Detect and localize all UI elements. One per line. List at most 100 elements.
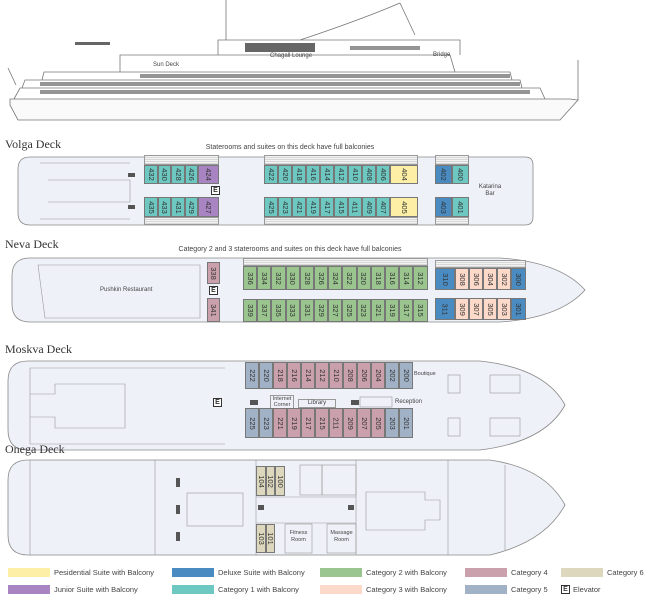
cabin-330[interactable]: 330 [285,266,300,290]
cabin-418[interactable]: 418 [292,165,306,184]
cabin-332[interactable]: 332 [271,266,286,290]
cabin-216[interactable]: 216 [287,362,301,389]
cabin-225[interactable]: 225 [245,408,259,438]
cabin-102[interactable]: 102 [265,466,276,496]
cabin-422[interactable]: 422 [264,165,278,184]
cabin-306[interactable]: 306 [469,268,483,290]
cabin-329[interactable]: 329 [314,299,329,322]
cabin-401[interactable]: 401 [452,197,469,217]
cabin-208[interactable]: 208 [343,362,357,389]
cabin-205[interactable]: 205 [371,408,385,438]
cabin-204[interactable]: 204 [371,362,385,389]
cabin-210[interactable]: 210 [329,362,343,389]
cabin-211[interactable]: 211 [329,408,343,438]
cabin-320[interactable]: 320 [356,266,371,290]
cabin-300[interactable]: 300 [511,268,526,290]
cabin-430[interactable]: 430 [157,165,171,184]
cabin-209[interactable]: 209 [343,408,357,438]
cabin-316[interactable]: 316 [385,266,400,290]
cabin-433[interactable]: 433 [157,197,171,217]
cabin-207[interactable]: 207 [357,408,371,438]
cabin-411[interactable]: 411 [348,197,362,217]
cabin-339[interactable]: 339 [243,299,258,322]
cabin-104[interactable]: 104 [256,466,266,496]
cabin-405[interactable]: 405 [390,197,418,217]
cabin-311[interactable]: 311 [435,298,455,320]
cabin-201[interactable]: 201 [399,408,413,438]
cabin-416[interactable]: 416 [306,165,320,184]
cabin-321[interactable]: 321 [370,299,385,322]
cabin-218[interactable]: 218 [273,362,287,389]
cabin-302[interactable]: 302 [497,268,511,290]
cabin-324[interactable]: 324 [328,266,343,290]
cabin-341[interactable]: 341 [207,298,220,322]
cabin-318[interactable]: 318 [370,266,385,290]
cabin-103[interactable]: 103 [256,524,266,553]
cabin-427[interactable]: 427 [198,197,219,217]
cabin-407[interactable]: 407 [376,197,390,217]
cabin-404[interactable]: 404 [390,165,418,184]
cabin-420[interactable]: 420 [278,165,292,184]
cabin-200[interactable]: 200 [399,362,413,389]
cabin-423[interactable]: 423 [278,197,292,217]
cabin-312[interactable]: 312 [413,266,428,290]
cabin-301[interactable]: 301 [511,298,526,320]
cabin-323[interactable]: 323 [356,299,371,322]
cabin-336[interactable]: 336 [243,266,258,290]
cabin-426[interactable]: 426 [184,165,198,184]
cabin-409[interactable]: 409 [362,197,376,217]
cabin-331[interactable]: 331 [299,299,314,322]
cabin-429[interactable]: 429 [184,197,198,217]
cabin-315[interactable]: 315 [413,299,428,322]
cabin-220[interactable]: 220 [259,362,273,389]
cabin-222[interactable]: 222 [245,362,259,389]
cabin-206[interactable]: 206 [357,362,371,389]
cabin-303[interactable]: 303 [497,298,511,320]
cabin-425[interactable]: 425 [264,197,278,217]
cabin-317[interactable]: 317 [399,299,414,322]
cabin-319[interactable]: 319 [385,299,400,322]
cabin-310[interactable]: 310 [435,268,455,290]
cabin-214[interactable]: 214 [301,362,315,389]
cabin-408[interactable]: 408 [362,165,376,184]
cabin-337[interactable]: 337 [257,299,272,322]
cabin-215[interactable]: 215 [315,408,329,438]
cabin-308[interactable]: 308 [455,268,469,290]
cabin-326[interactable]: 326 [314,266,329,290]
cabin-431[interactable]: 431 [171,197,185,217]
cabin-415[interactable]: 415 [334,197,348,217]
cabin-338[interactable]: 338 [207,262,220,284]
cabin-305[interactable]: 305 [483,298,497,320]
cabin-333[interactable]: 333 [285,299,300,322]
cabin-400[interactable]: 400 [452,165,469,184]
cabin-327[interactable]: 327 [328,299,343,322]
cabin-325[interactable]: 325 [342,299,357,322]
cabin-219[interactable]: 219 [287,408,301,438]
cabin-421[interactable]: 421 [292,197,306,217]
cabin-202[interactable]: 202 [385,362,399,389]
cabin-314[interactable]: 314 [399,266,414,290]
cabin-221[interactable]: 221 [273,408,287,438]
cabin-322[interactable]: 322 [342,266,357,290]
cabin-419[interactable]: 419 [306,197,320,217]
cabin-100[interactable]: 100 [275,466,286,496]
cabin-307[interactable]: 307 [469,298,483,320]
cabin-203[interactable]: 203 [385,408,399,438]
cabin-335[interactable]: 335 [271,299,286,322]
cabin-406[interactable]: 406 [376,165,390,184]
cabin-334[interactable]: 334 [257,266,272,290]
cabin-212[interactable]: 212 [315,362,329,389]
cabin-101[interactable]: 101 [265,524,276,553]
cabin-435[interactable]: 435 [144,197,158,217]
cabin-217[interactable]: 217 [301,408,315,438]
cabin-223[interactable]: 223 [259,408,273,438]
cabin-412[interactable]: 412 [334,165,348,184]
cabin-424[interactable]: 424 [198,165,219,184]
cabin-417[interactable]: 417 [320,197,334,217]
cabin-432[interactable]: 432 [144,165,158,184]
cabin-304[interactable]: 304 [483,268,497,290]
cabin-414[interactable]: 414 [320,165,334,184]
cabin-428[interactable]: 428 [171,165,185,184]
cabin-402[interactable]: 402 [435,165,452,184]
cabin-403[interactable]: 403 [435,197,452,217]
